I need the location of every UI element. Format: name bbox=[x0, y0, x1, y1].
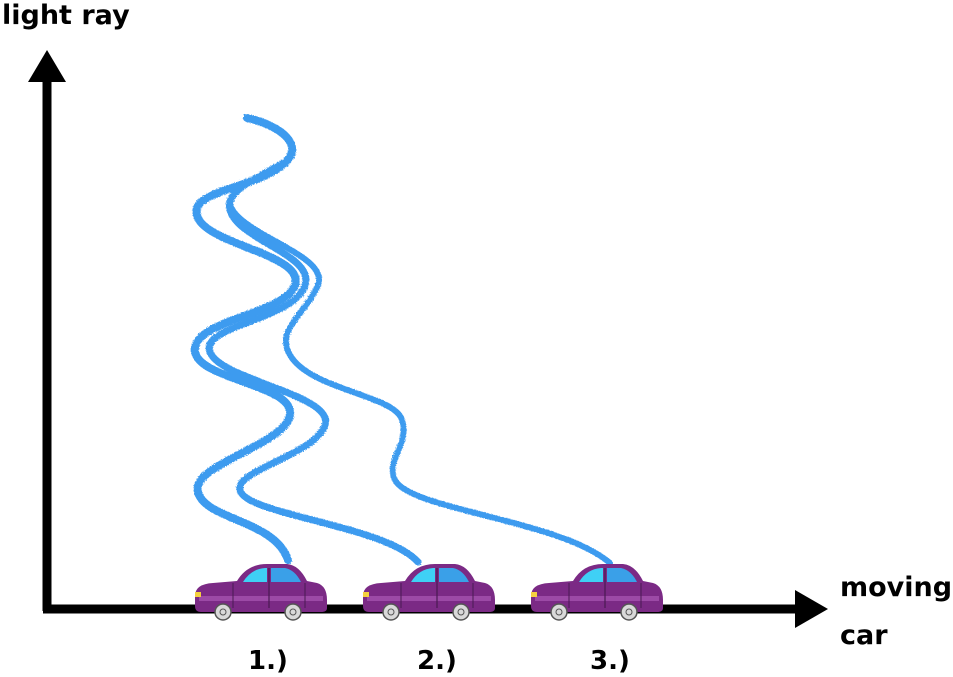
light-ray-3 bbox=[227, 202, 613, 566]
axes bbox=[28, 50, 828, 628]
position-label-2: 2.) bbox=[417, 646, 457, 676]
car-2 bbox=[362, 563, 496, 621]
car-3 bbox=[530, 563, 664, 621]
light-ray-2 bbox=[205, 159, 422, 566]
position-label-3: 3.) bbox=[590, 646, 630, 676]
y-axis-arrow bbox=[28, 50, 66, 82]
car-1 bbox=[194, 563, 328, 621]
position-label-1: 1.) bbox=[248, 646, 288, 676]
x-axis-label-line2: car bbox=[840, 620, 888, 651]
x-axis-label-line1: moving bbox=[840, 572, 953, 603]
y-axis-label: light ray bbox=[2, 0, 130, 31]
x-axis-arrow bbox=[795, 590, 828, 628]
light-rays bbox=[190, 114, 613, 566]
